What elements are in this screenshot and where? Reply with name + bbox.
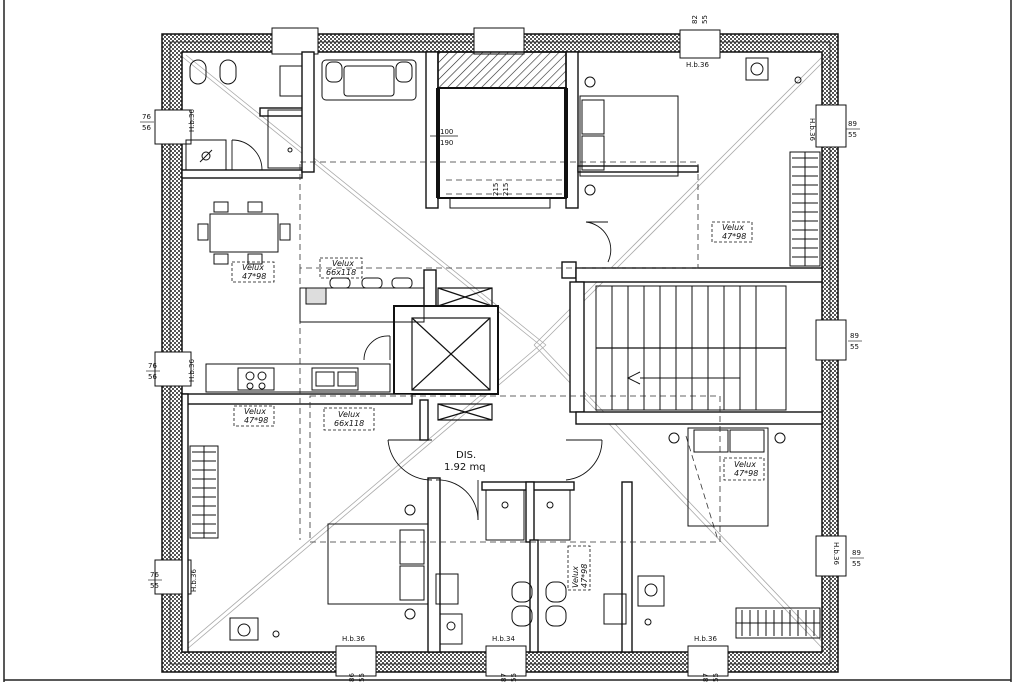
velux-6-name: Velux: [734, 460, 756, 469]
w-bottom-3-b: 55: [712, 673, 720, 682]
velux-2-name: Velux: [332, 259, 354, 268]
elevator-cab: [411, 287, 493, 421]
exterior-walls: [161, 33, 839, 673]
w-left-bot-b: 55: [150, 582, 159, 590]
velux-5-name: Velux: [338, 410, 360, 419]
w-top-b: 55: [701, 15, 709, 24]
w-bottom-3-hb: H.b.36: [694, 635, 717, 643]
w-bottom-2-hb: H.b.34: [492, 635, 515, 643]
lift-shaft: [436, 51, 568, 209]
velux-labels: Velux 47*98 Velux 66x118 Velux 47*98 Vel…: [231, 221, 765, 591]
velux-1-size: 47*98: [242, 272, 266, 281]
lift-dimension: 100 190 215 215: [430, 128, 510, 196]
w-bottom-1-hb: H.b.36: [342, 635, 365, 643]
w-left-top-a: 76: [142, 113, 151, 121]
velux-box-4: Velux 47*98: [233, 405, 275, 427]
w-right-bot-a: 89: [852, 549, 861, 557]
w-right-mid-b: 55: [850, 343, 859, 351]
velux-box-1: Velux 47*98: [231, 261, 275, 283]
wardrobe-right: [789, 151, 821, 267]
window-dimensions: 76 56 H.b.36 76 56 H.b.36 76 55 H.b.36 8…: [140, 15, 864, 682]
w-left-top-hb: H.b.36: [188, 109, 196, 132]
w-right-top-a: 89: [848, 120, 857, 128]
island-stools: [299, 277, 425, 323]
velux-3-name: Velux: [722, 223, 744, 232]
velux-4-name: Velux: [244, 407, 266, 416]
w-left-bot-a: 76: [150, 571, 159, 579]
bed-top-right: [579, 57, 802, 196]
velux-box-3: Velux 47*98: [711, 221, 753, 243]
w-left-mid-hb: H.b.36: [188, 359, 196, 382]
w-left-bot-hb: H.b.36: [190, 569, 198, 592]
velux-box-5: Velux 66x118: [323, 407, 375, 431]
window-openings: [154, 27, 847, 677]
lift-width: 100: [440, 128, 453, 136]
room-label-dis: DIS. 1.92 mq: [444, 450, 486, 473]
bathroom-top-left: [185, 59, 303, 171]
w-left-mid-b: 56: [148, 373, 157, 381]
wardrobe-left: [189, 445, 219, 539]
velux-box-6: Velux 47*98: [723, 457, 765, 481]
kitchen-counter: [205, 363, 391, 393]
stair-height-b: 215: [502, 183, 510, 196]
w-bottom-3-a: 87: [702, 673, 710, 682]
velux-2-size: 66x118: [326, 268, 356, 277]
bathrooms-bottom: [435, 489, 665, 645]
w-bottom-2-b: 55: [510, 673, 518, 682]
velux-4-size: 47*98: [244, 416, 268, 425]
lift-height: 190: [440, 139, 453, 147]
velux-1-name: Velux: [242, 263, 264, 272]
velux-7-size: 47*98: [580, 564, 589, 588]
w-bottom-1-b: 55: [358, 673, 366, 682]
w-right-top-b: 55: [848, 131, 857, 139]
stair-height-a: 215: [492, 183, 500, 196]
bed-right-bottom: [668, 427, 786, 527]
room-dis-area: 1.92 mq: [444, 462, 486, 473]
w-right-bot-hb: H.b.36: [832, 542, 840, 565]
w-right-bot-b: 55: [852, 560, 861, 568]
bed-bottom-middle: [229, 504, 429, 641]
interior-walls: [181, 51, 823, 653]
velux-7-name: Velux: [571, 566, 580, 588]
w-bottom-2-a: 87: [500, 673, 508, 682]
velux-box-7: Velux 47*98: [567, 545, 591, 591]
staircase: [595, 285, 787, 411]
w-top-a: 82: [691, 15, 699, 24]
dining-table: [197, 201, 291, 265]
velux-3-size: 47*98: [722, 232, 746, 241]
w-left-top-b: 56: [142, 124, 151, 132]
w-right-mid-a: 89: [850, 332, 859, 340]
w-top-hb: H.b.36: [686, 61, 709, 69]
velux-6-size: 47*98: [734, 469, 758, 478]
room-dis-name: DIS.: [456, 450, 476, 461]
velux-5-size: 66x118: [334, 419, 364, 428]
w-left-mid-a: 76: [148, 362, 157, 370]
sofa: [321, 59, 417, 101]
w-right-top-hb: H.b.36: [808, 118, 816, 141]
velux-box-2: Velux 66x118: [319, 257, 363, 279]
roof-lines: [179, 54, 831, 651]
w-bottom-1-a: 86: [348, 673, 356, 682]
wardrobe-bottom-right: [735, 607, 821, 639]
door-swings: [231, 139, 612, 521]
